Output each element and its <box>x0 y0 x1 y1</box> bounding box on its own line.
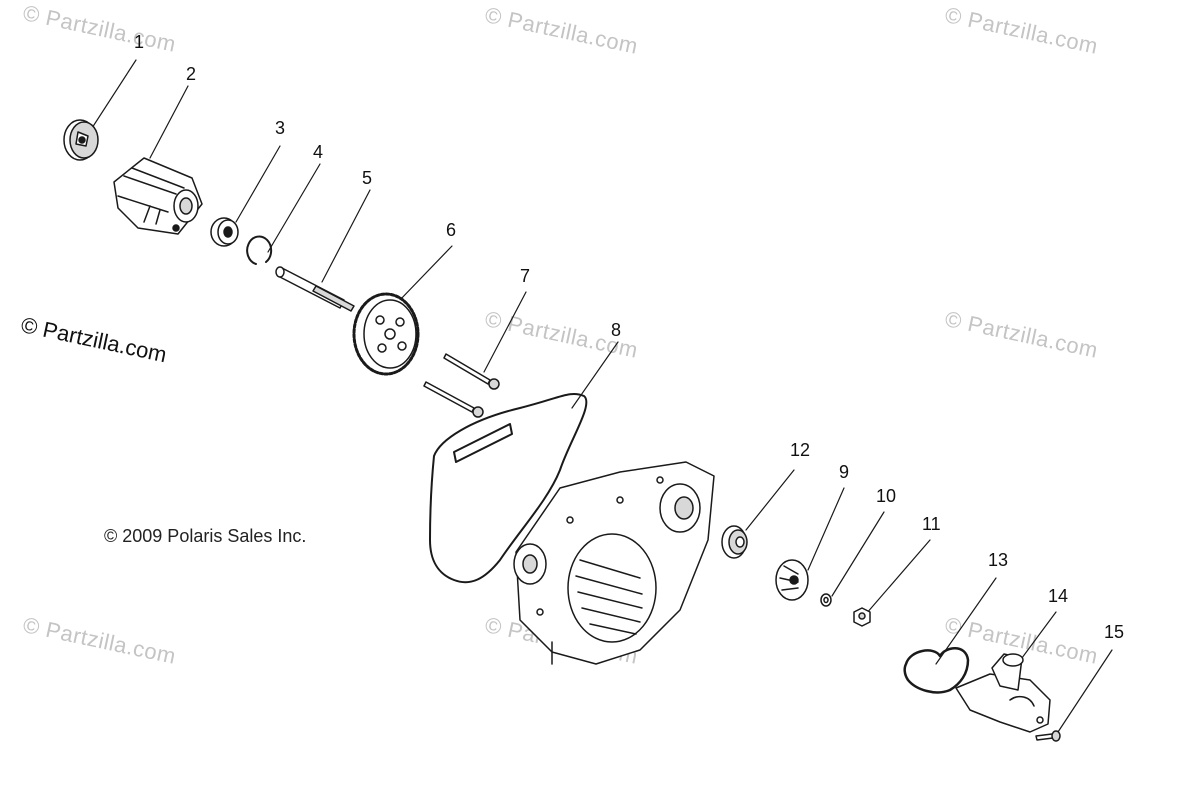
callout-10: 10 <box>876 486 897 506</box>
bearing-icon <box>210 217 239 247</box>
callout-4: 4 <box>313 142 324 162</box>
snap-ring-icon <box>246 235 273 265</box>
copyright-notice: © 2009 Polaris Sales Inc. <box>104 526 307 546</box>
callout-5: 5 <box>362 168 373 188</box>
callout-12: 12 <box>790 440 811 460</box>
seal-icon <box>721 525 748 559</box>
shaft-icon <box>275 266 355 312</box>
impeller-icon <box>775 559 809 601</box>
callout-2: 2 <box>186 64 197 84</box>
gasket-icon <box>429 392 588 584</box>
callout-1: 1 <box>134 32 145 52</box>
gear-icon <box>352 292 420 376</box>
pump-housing-icon <box>113 157 203 235</box>
water-pump-cover-icon <box>955 653 1051 733</box>
bolt-icon <box>1035 730 1061 742</box>
callout-11: 11 <box>922 514 941 534</box>
callout-14: 14 <box>1048 586 1069 606</box>
bolt-icon <box>423 353 500 418</box>
nut-icon <box>853 607 871 627</box>
callout-8: 8 <box>611 320 622 340</box>
callout-6: 6 <box>446 220 457 240</box>
rotor-icon <box>63 119 99 161</box>
callout-7: 7 <box>520 266 531 286</box>
crankcase-cover-icon <box>513 461 715 665</box>
washer-icon <box>820 593 832 607</box>
callout-3: 3 <box>275 118 286 138</box>
callout-9: 9 <box>839 462 850 482</box>
callout-15: 15 <box>1104 622 1125 642</box>
callout-13: 13 <box>988 550 1009 570</box>
leader-lines <box>91 59 1113 733</box>
o-ring-icon <box>903 647 970 694</box>
